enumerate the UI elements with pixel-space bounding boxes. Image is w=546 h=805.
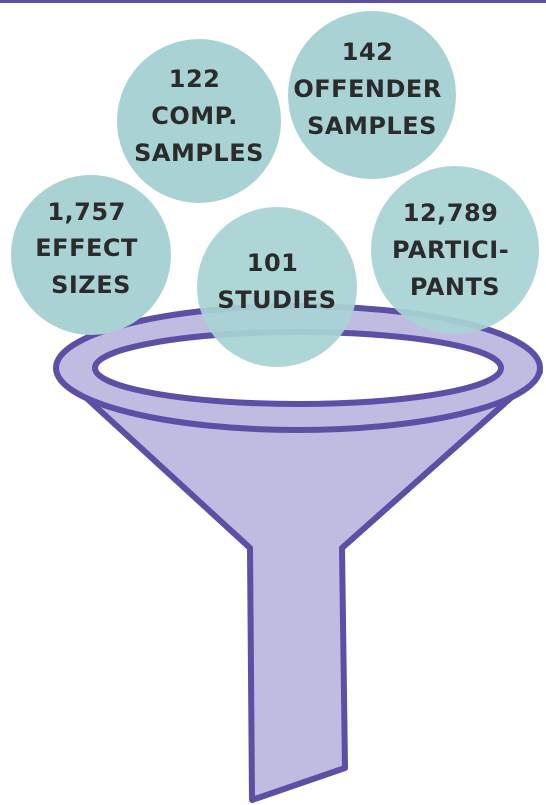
funnel [53,303,543,803]
bubble-participants: 12,789 PARTICI- PANTS [371,166,539,334]
bubble-effect-sizes: 1,757 EFFECT SIZES [11,175,171,335]
bubble-participants-circle [371,166,539,334]
svg-text:1,757 EFFECT S: 1,757 EFFECT SIZES [35,198,146,299]
top-rule [0,0,546,3]
svg-text:101 STUDIES: 101 STUDIES [217,249,336,314]
bubble-studies-circle [197,207,357,367]
svg-text:142 OFFENDER S: 142 OFFENDER SAMPLES [293,38,450,140]
effect-sizes-label-1: EFFECT [35,234,138,262]
participants-label-1: PARTICI- [392,236,509,264]
bubble-studies: 101 STUDIES [197,207,357,367]
svg-text:122 COMP. SAMP: 122 COMP. SAMPLES [134,65,264,167]
bubble-offender-samples-circle [288,11,456,179]
offender-samples-label-1: OFFENDER [293,75,441,103]
effect-sizes-count: 1,757 [47,198,125,226]
bubbles: 122 COMP. SAMPLES 142 OFFENDER SAMPLES 1… [11,11,539,367]
funnel-body [55,369,543,803]
effect-sizes-label-2: SIZES [51,271,131,299]
offender-samples-count: 142 [342,38,394,66]
studies-label: STUDIES [217,286,336,314]
bubble-offender-samples: 142 OFFENDER SAMPLES [288,11,456,179]
offender-samples-label-2: SAMPLES [307,112,437,140]
comp-samples-count: 122 [169,65,221,93]
participants-count: 12,789 [403,199,499,227]
participants-label-2: PANTS [410,273,500,301]
bubble-comp-samples: 122 COMP. SAMPLES [117,39,281,203]
comp-samples-label-2: SAMPLES [134,139,264,167]
bubble-effect-sizes-circle [11,175,171,335]
studies-count: 101 [247,249,299,277]
comp-samples-label-1: COMP. [151,102,238,130]
svg-text:12,789 PARTICI-: 12,789 PARTICI- PANTS [392,199,518,301]
bubble-comp-samples-circle [117,39,281,203]
